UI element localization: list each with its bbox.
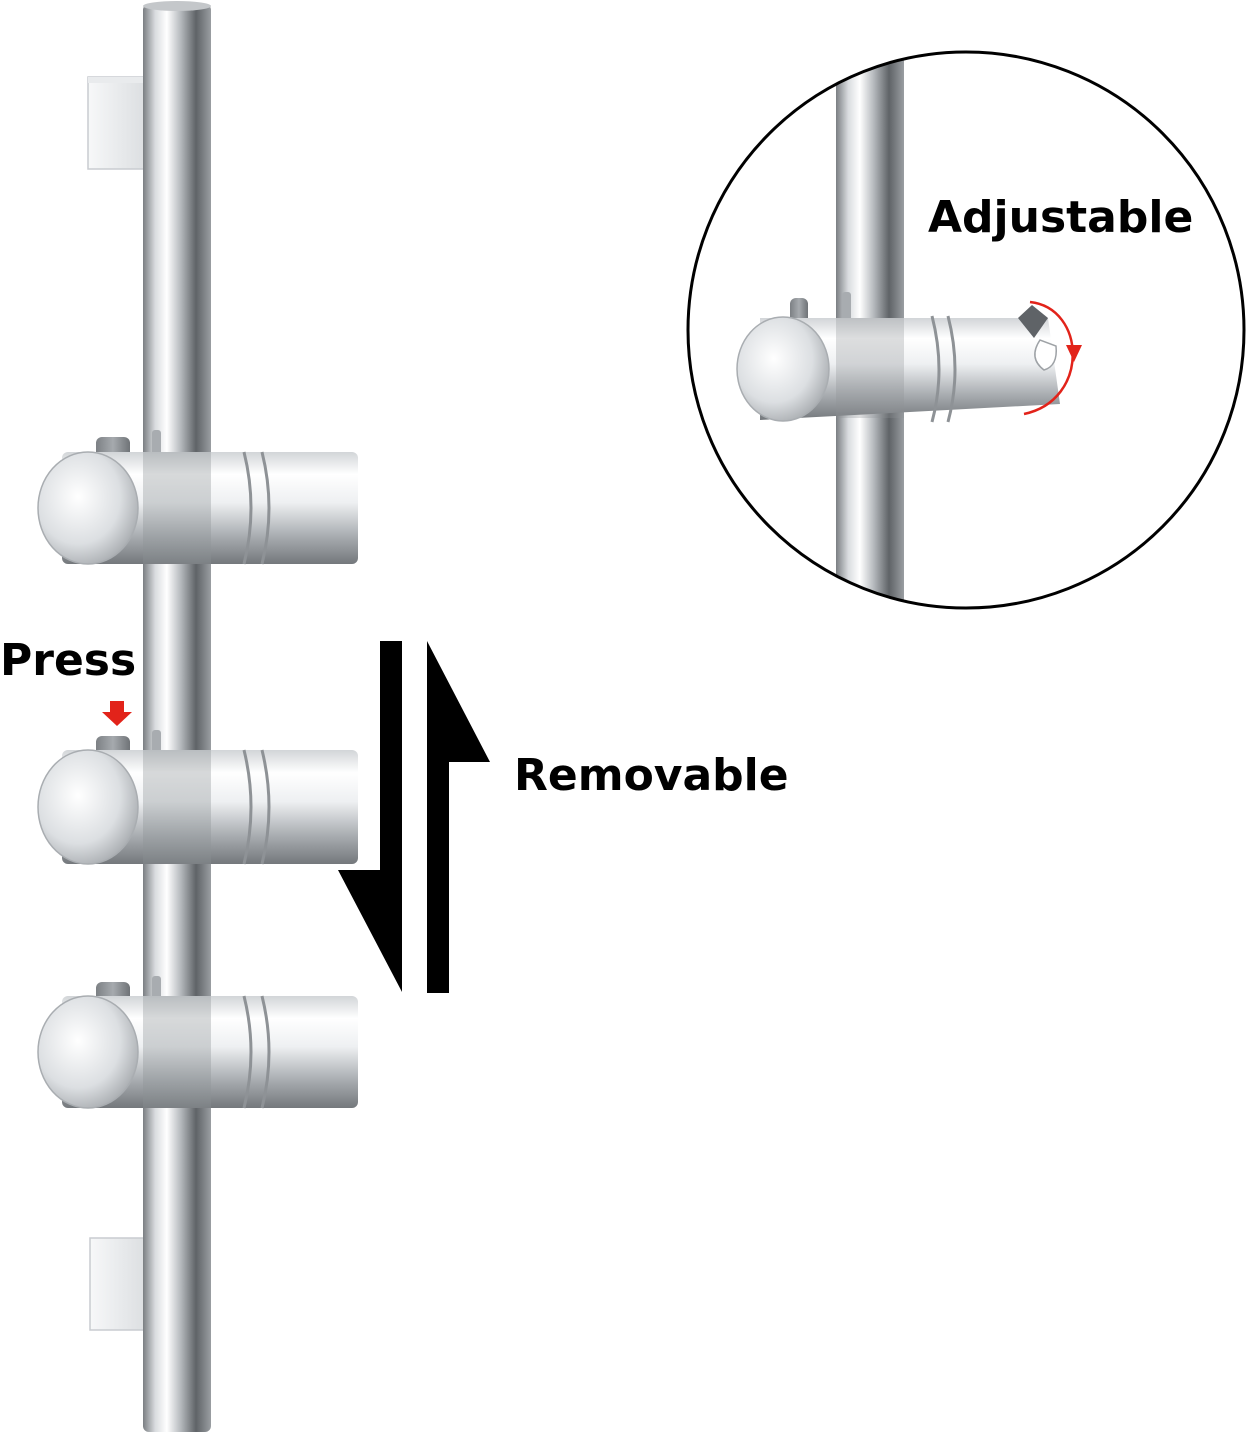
holder-middle <box>37 730 358 865</box>
rotation-arrow-icon <box>1023 300 1082 416</box>
up-down-arrows-icon <box>338 641 490 993</box>
slide-rod <box>143 1 211 1432</box>
red-down-arrow-icon <box>102 701 132 726</box>
press-label: Press <box>0 635 137 686</box>
adjustable-label: Adjustable <box>928 192 1194 243</box>
holder-top <box>37 430 358 565</box>
holder-bottom <box>37 976 358 1109</box>
removable-label: Removable <box>514 750 789 801</box>
detail-callout <box>686 50 1246 610</box>
